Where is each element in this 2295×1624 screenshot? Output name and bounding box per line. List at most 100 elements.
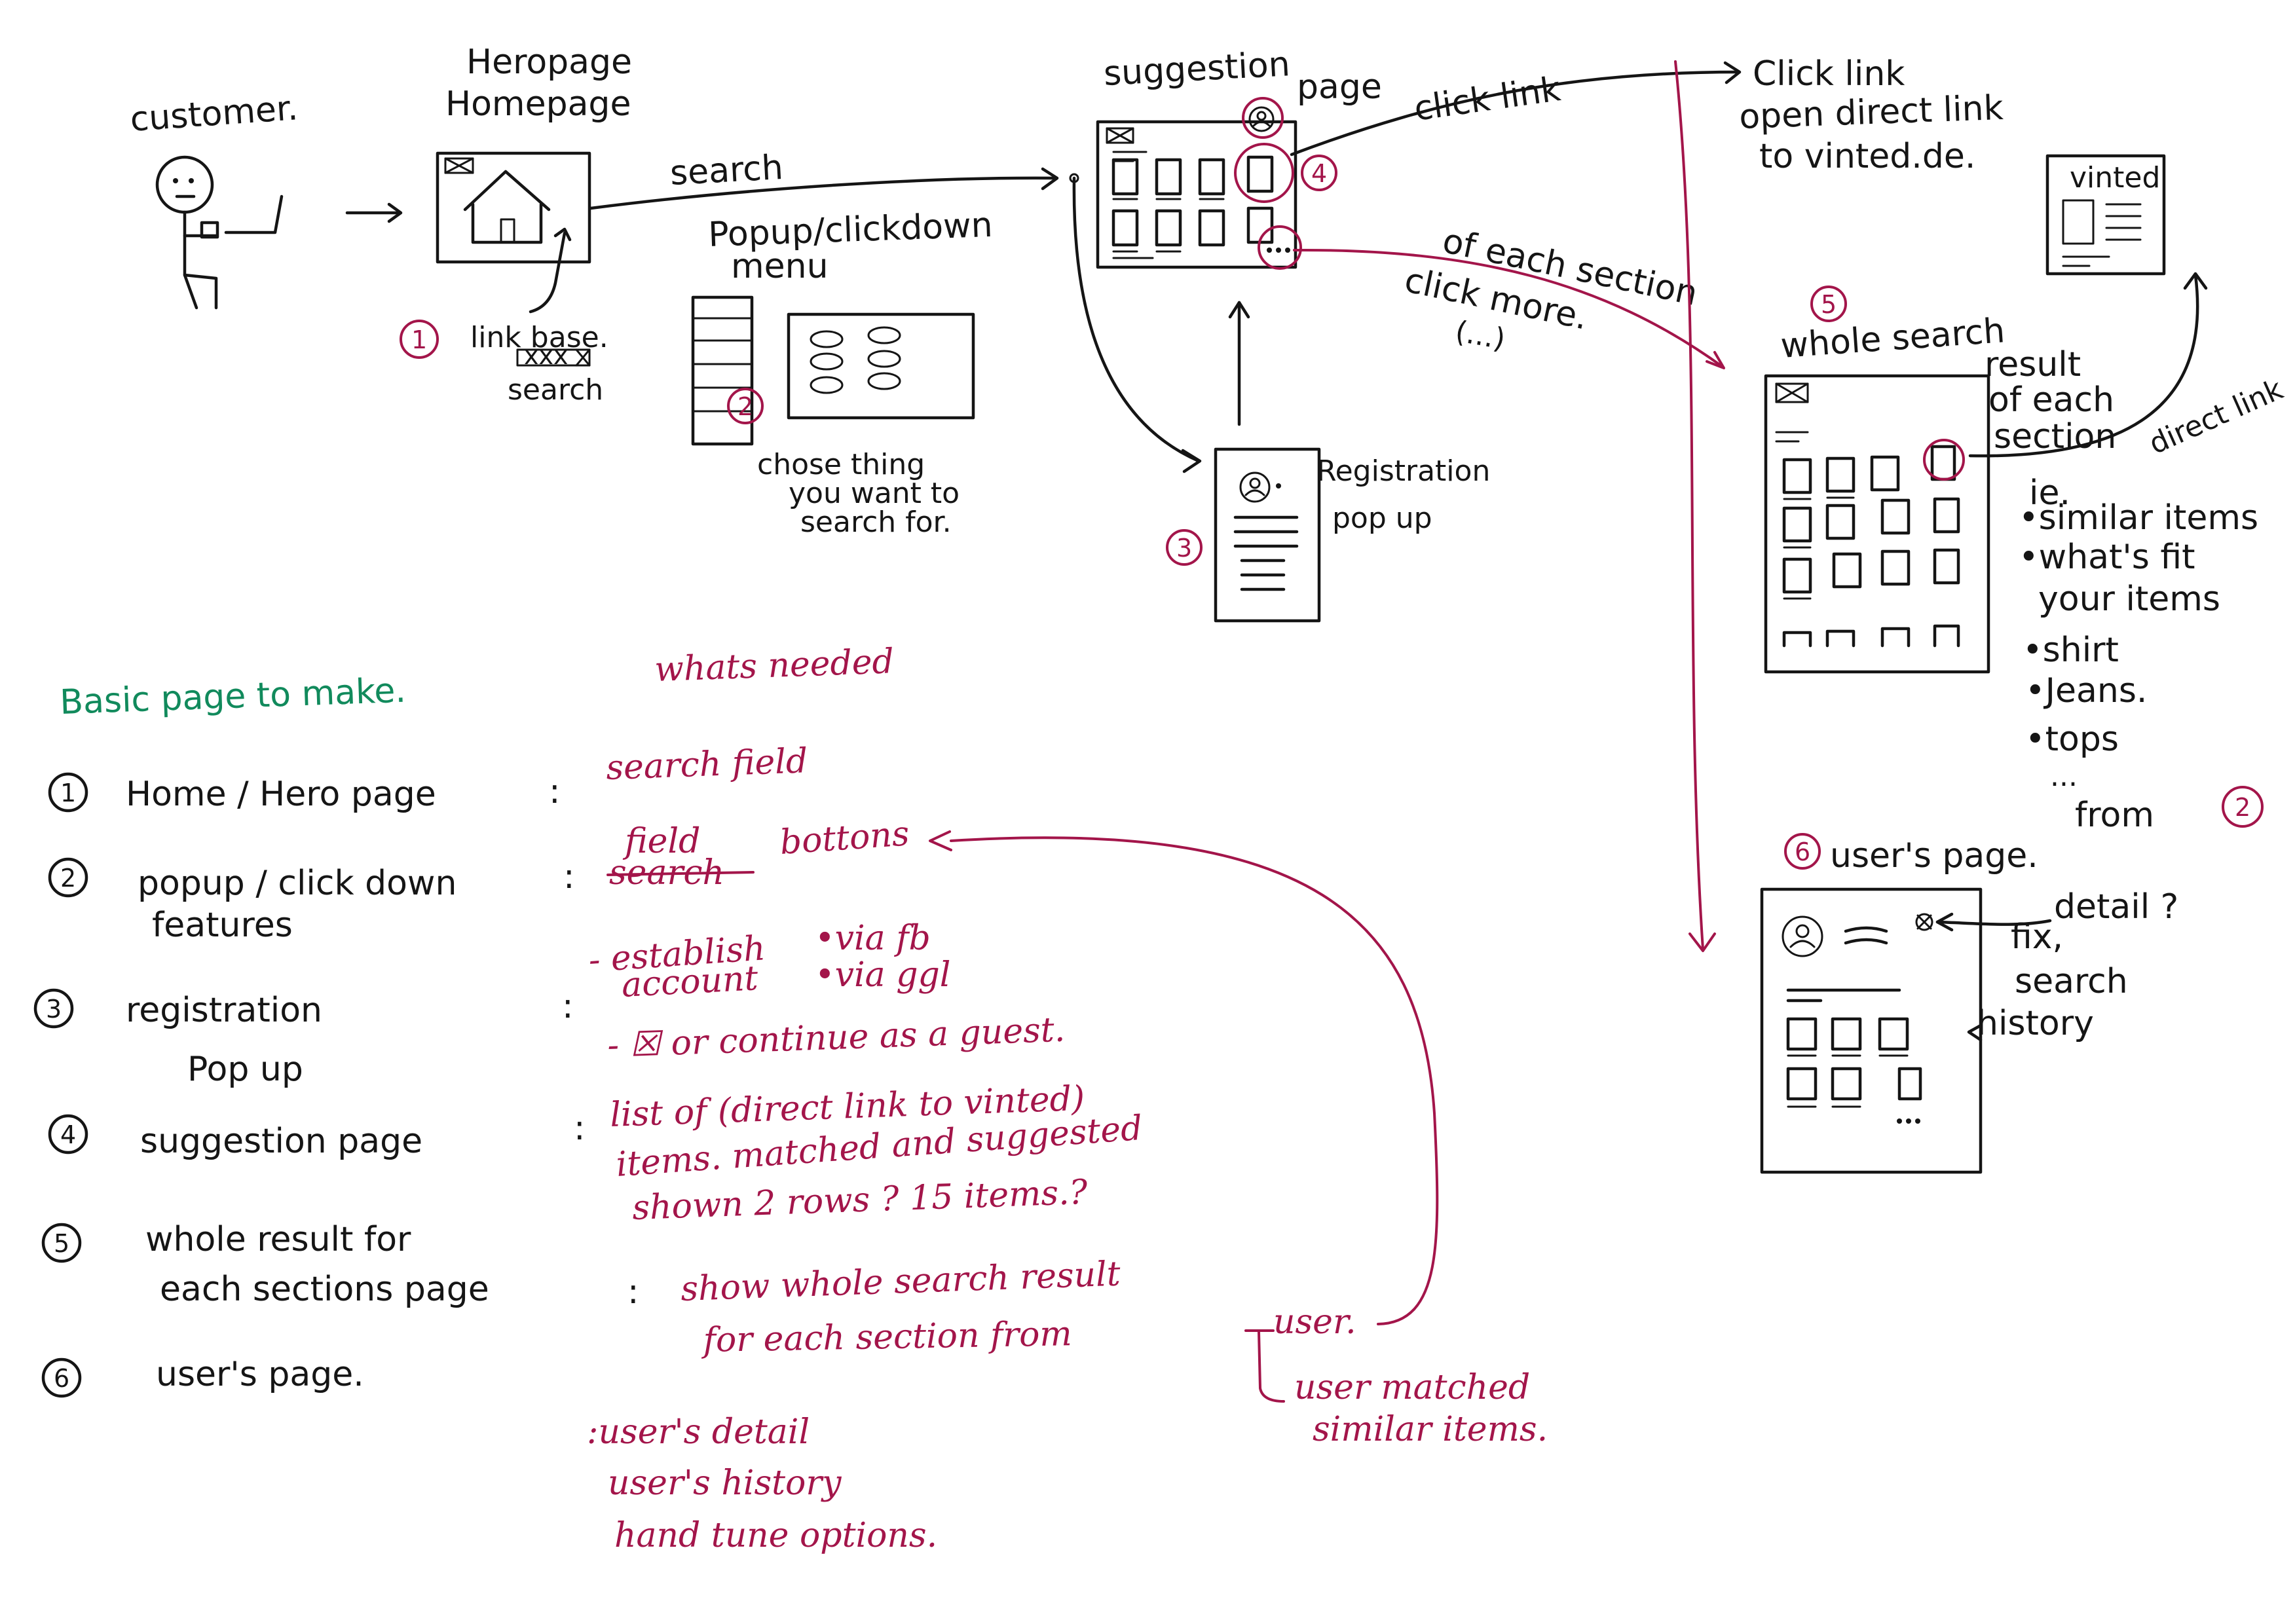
ie-item-3: your items bbox=[2038, 580, 2220, 619]
row3-page-2: Pop up bbox=[187, 1050, 303, 1089]
to-vinted: to vinted.de. bbox=[1759, 137, 1975, 176]
row4-need-3: shown 2 rows ? 15 items.? bbox=[631, 1173, 1089, 1228]
popup-sketch: Popup/clickdown menu chose thing you wan… bbox=[691, 206, 994, 539]
chose-text-1: chose thing bbox=[757, 448, 925, 481]
row6-need-1: :user's detail bbox=[587, 1412, 810, 1452]
row6-need-3: hand tune options. bbox=[614, 1516, 937, 1555]
row5-page-2: each sections page bbox=[160, 1270, 489, 1309]
row3-page: registration bbox=[126, 991, 322, 1030]
marker-4: 4 bbox=[1301, 155, 1337, 191]
svg-text::: : bbox=[563, 857, 575, 896]
svg-text:4: 4 bbox=[60, 1120, 76, 1149]
svg-text:2: 2 bbox=[60, 864, 76, 893]
vinted-sketch: Click link open direct link to vinted.de… bbox=[1738, 54, 2166, 276]
svg-text:1: 1 bbox=[60, 779, 76, 807]
row3-via-fb: •via fb bbox=[815, 919, 931, 958]
row4-page: suggestion page bbox=[140, 1122, 422, 1161]
suggestion-page-word: page bbox=[1297, 67, 1382, 107]
row6-page: user's page. bbox=[156, 1355, 364, 1394]
svg-text:6: 6 bbox=[1795, 838, 1810, 866]
svg-text:5: 5 bbox=[1821, 290, 1837, 319]
from-label: from bbox=[2075, 796, 2154, 835]
svg-text::: : bbox=[549, 772, 561, 811]
user-matched-2: similar items. bbox=[1313, 1410, 1548, 1449]
svg-text::: : bbox=[574, 1109, 586, 1148]
users-page-sketch: user's page. detail ? fix, search histor… bbox=[1760, 836, 2178, 1174]
marker-6: 6 bbox=[1784, 833, 1821, 870]
search-field-x: xxx bbox=[524, 341, 568, 370]
row2-need: bottons bbox=[779, 814, 911, 862]
row2-page-2: features bbox=[152, 906, 293, 945]
ie-item-1: •similar items bbox=[2019, 498, 2258, 538]
suggestion-page-sketch: suggestion page bbox=[1096, 45, 1382, 426]
registration-popup-sketch: Registration pop up bbox=[1214, 447, 1490, 623]
row1-page: Home / Hero page bbox=[126, 775, 436, 814]
row5-need-user: user. bbox=[1273, 1302, 1356, 1342]
detail-label-4: history bbox=[1977, 1004, 2094, 1043]
svg-text:2: 2 bbox=[737, 392, 753, 421]
row3-via-ggl: •via ggl bbox=[815, 955, 950, 995]
row2-page: popup / click down bbox=[138, 864, 457, 903]
click-link-label-2: Click link bbox=[1753, 54, 1905, 94]
direct-link-label: direct link bbox=[2144, 373, 2288, 461]
marker-2: 2 bbox=[727, 388, 764, 424]
search-arrow: search bbox=[589, 148, 1059, 210]
users-page-title: user's page. bbox=[1830, 836, 2038, 876]
whats-needed-title: whats needed bbox=[654, 642, 894, 690]
search-small-label: search bbox=[508, 373, 603, 407]
of-each-section-3: (...) bbox=[1453, 315, 1508, 356]
detail-label-3: search bbox=[2015, 962, 2128, 1001]
row2-need-insert: field bbox=[622, 822, 700, 861]
homepage-title: Homepage bbox=[445, 84, 631, 124]
page-list: Basic page to make. whats needed 1 Home … bbox=[33, 642, 1548, 1555]
ie-dots: ... bbox=[2050, 760, 2078, 793]
ie-item-4: •shirt bbox=[2023, 631, 2119, 670]
svg-text::: : bbox=[627, 1272, 639, 1312]
row3-account: account bbox=[621, 959, 759, 1005]
of-each-section-arrow: of each section click more. (...) bbox=[1293, 221, 1725, 369]
marker-2-from: 2 bbox=[2222, 786, 2264, 828]
suggestion-title: suggestion bbox=[1103, 45, 1292, 94]
row5-need-1: show whole search result bbox=[680, 1255, 1121, 1309]
chose-text-3: search for. bbox=[800, 506, 952, 539]
heropage-title: Heropage bbox=[466, 43, 632, 82]
basic-page-title: Basic page to make. bbox=[59, 671, 406, 722]
registration-label-1: Registration bbox=[1316, 454, 1490, 488]
svg-text:5: 5 bbox=[54, 1229, 69, 1258]
whole-search-title: whole search bbox=[1780, 311, 2006, 366]
svg-text::: : bbox=[562, 987, 574, 1026]
marker-5: 5 bbox=[1810, 286, 1847, 322]
whole-search-sketch: whole search result of each section ie. … bbox=[1764, 311, 2258, 835]
ie-label: ie. bbox=[2029, 473, 2070, 513]
user-page-arrow bbox=[1674, 60, 1716, 952]
ie-item-5: •Jeans. bbox=[2025, 671, 2147, 710]
chose-text-2: you want to bbox=[789, 477, 960, 510]
suggestion-highlights bbox=[1234, 97, 1302, 270]
row5-need-2: for each section from bbox=[700, 1314, 1072, 1360]
marker-1: 1 bbox=[400, 320, 439, 359]
detail-label-1: detail ? bbox=[2054, 887, 2178, 927]
popup-title-2: menu bbox=[731, 247, 829, 286]
vinted-logo-text: vinted bbox=[2070, 161, 2160, 194]
heropage-sketch: Heropage Homepage link base. xxx search bbox=[436, 43, 632, 407]
result-label-2: of each bbox=[1988, 380, 2114, 420]
result-label-1: result bbox=[1985, 345, 2081, 384]
registration-label-2: pop up bbox=[1332, 502, 1432, 535]
result-label-3: section bbox=[1994, 417, 2116, 456]
connector-registration bbox=[1072, 176, 1201, 463]
row3-guest: - ☒ or continue as a guest. bbox=[606, 1010, 1066, 1065]
row6-need-2: user's history bbox=[608, 1464, 842, 1503]
svg-text:1: 1 bbox=[411, 325, 427, 354]
ie-item-6: •tops bbox=[2025, 720, 2119, 759]
search-arrow-label: search bbox=[669, 148, 785, 193]
ie-item-2: •what's fit bbox=[2019, 538, 2195, 577]
svg-text:2: 2 bbox=[2235, 793, 2250, 822]
svg-text:4: 4 bbox=[1311, 159, 1327, 188]
svg-text:6: 6 bbox=[54, 1364, 69, 1393]
open-direct-link: open direct link bbox=[1738, 88, 2004, 137]
row1-need: search field bbox=[605, 741, 808, 788]
customer-label: customer. bbox=[129, 88, 299, 139]
row5-page: whole result for bbox=[145, 1220, 411, 1259]
click-link-label-1: click link bbox=[1411, 69, 1563, 129]
